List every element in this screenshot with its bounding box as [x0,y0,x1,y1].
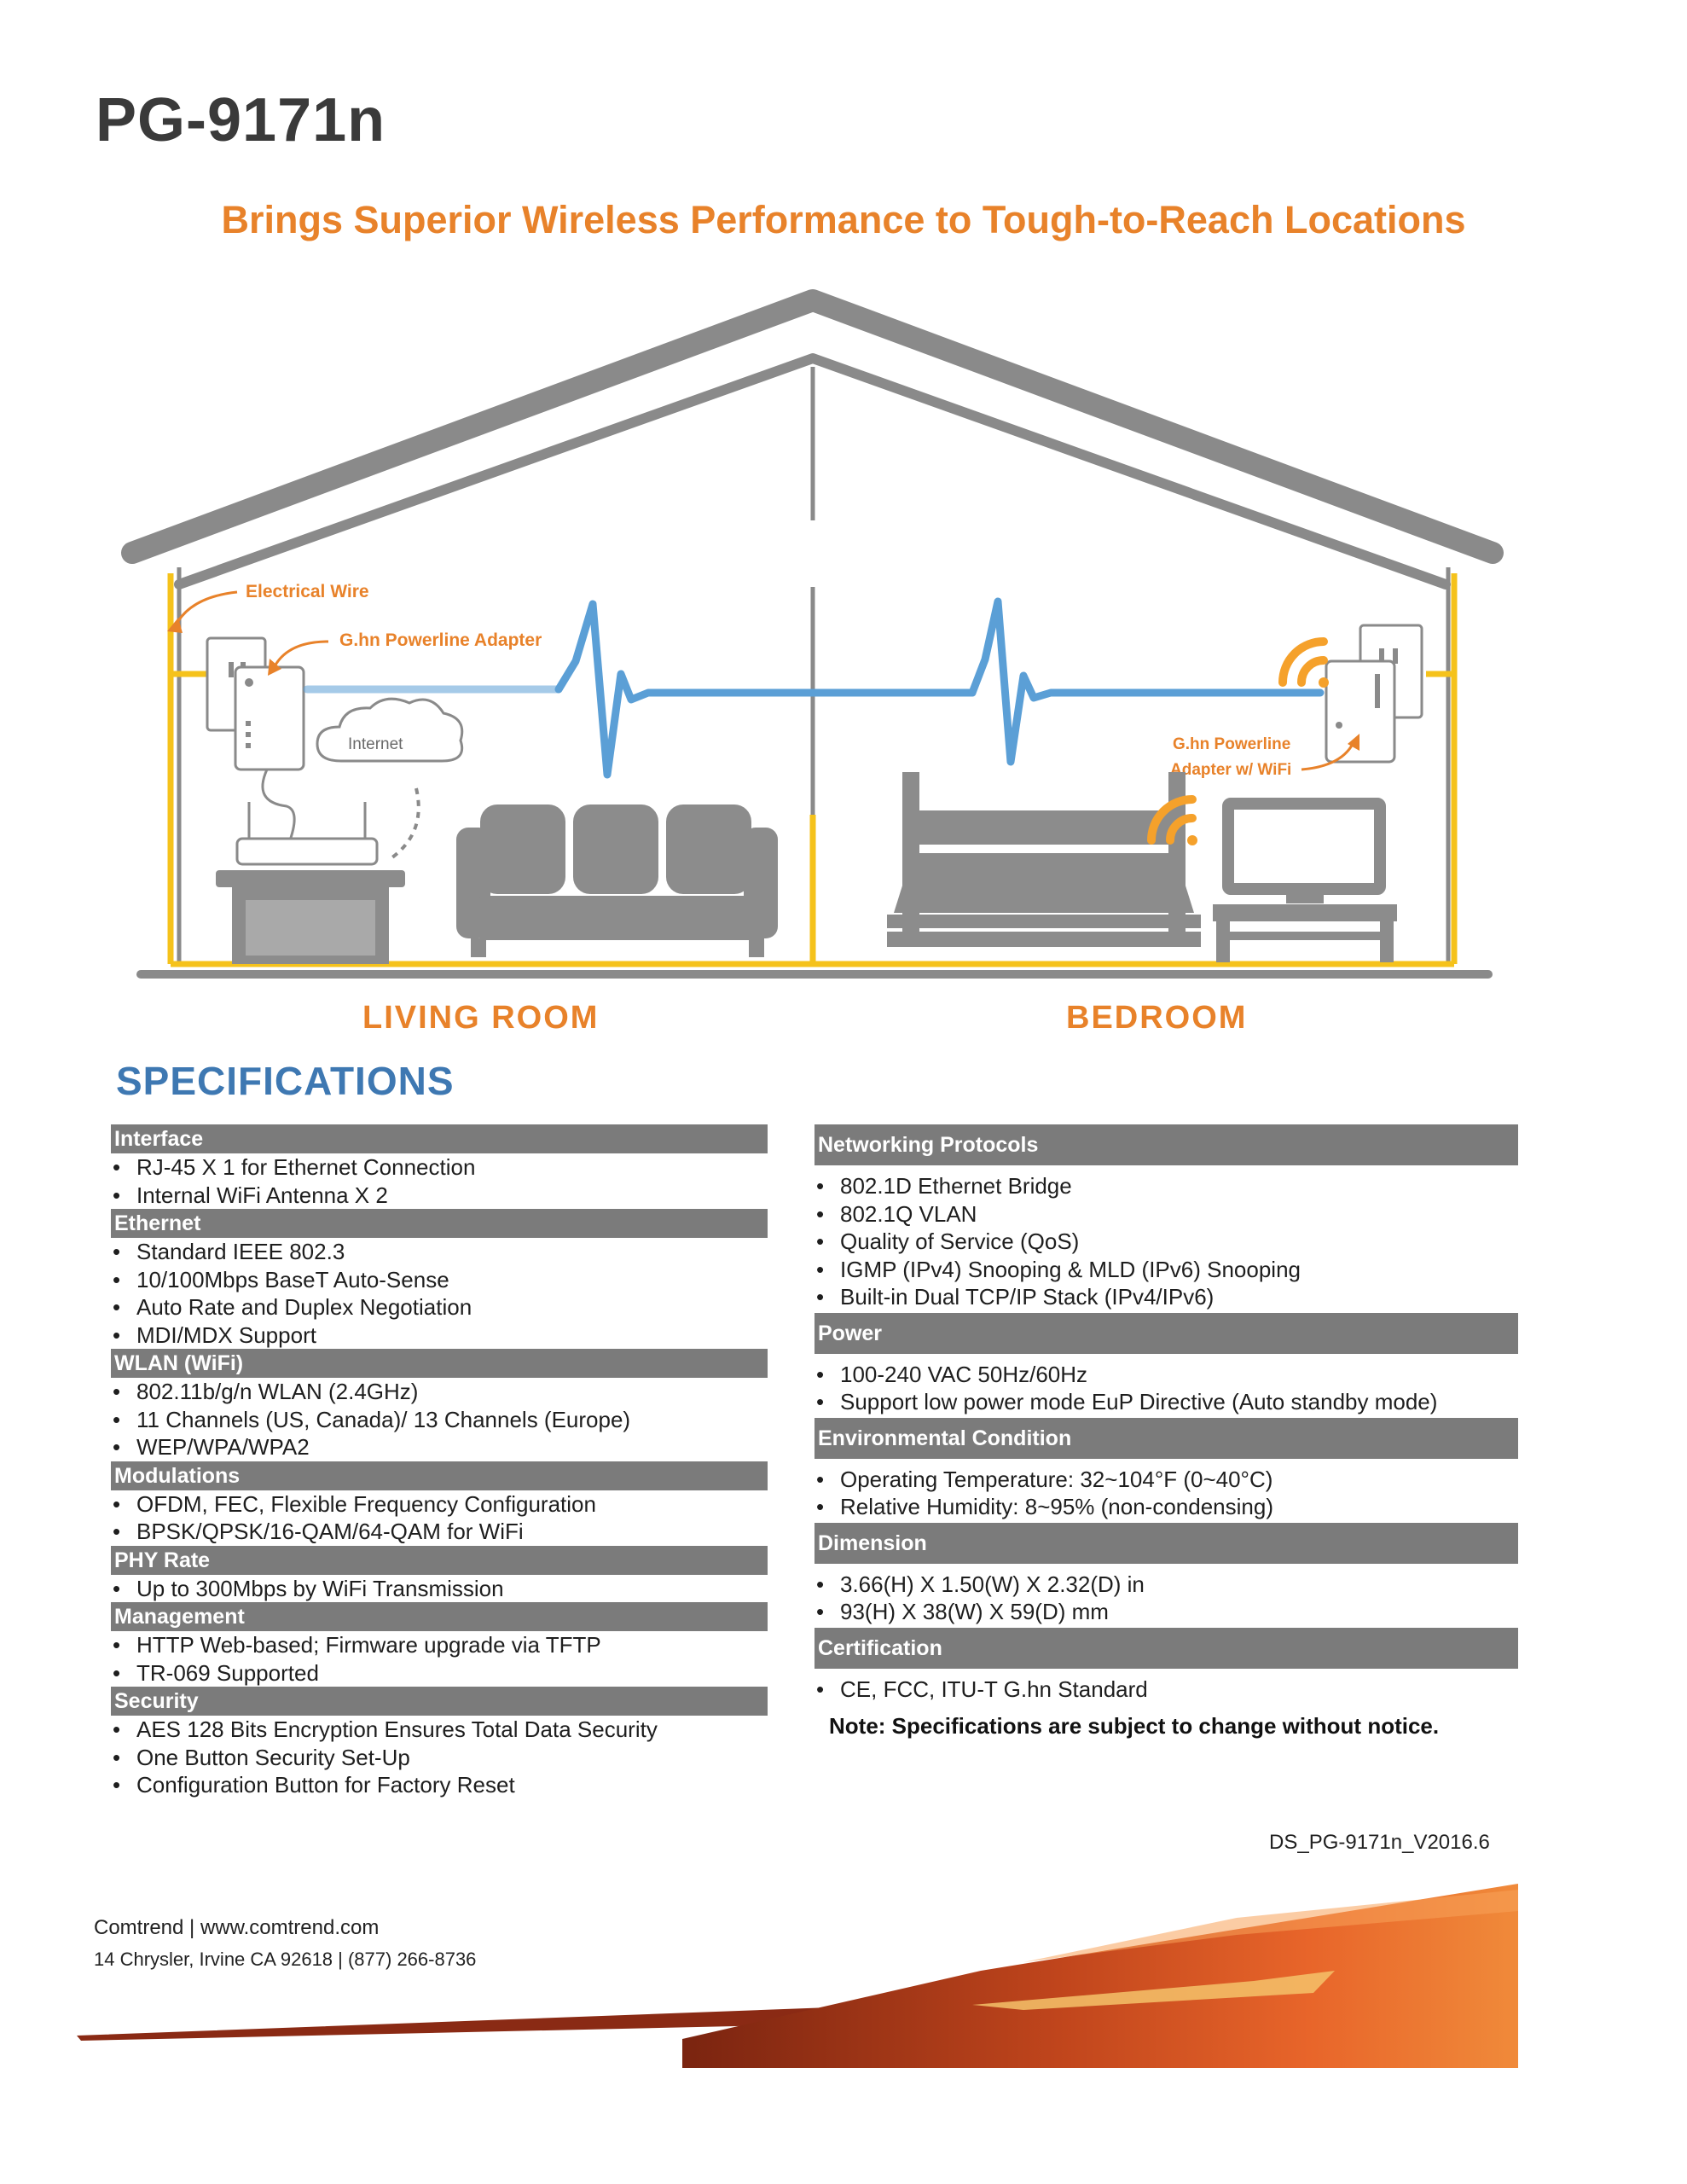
spec-item: RJ-45 X 1 for Ethernet Connection [111,1153,768,1182]
spec-item: TR-069 Supported [111,1659,768,1687]
spec-item: Auto Rate and Duplex Negotiation [111,1293,768,1321]
spec-item: 100-240 VAC 50Hz/60Hz [815,1361,1518,1389]
spec-list: AES 128 Bits Encryption Ensures Total Da… [111,1716,768,1799]
wifi-waves-adapter [1278,637,1329,688]
tagline: Brings Superior Wireless Performance to … [221,198,1466,241]
label-electrical-wire: Electrical Wire [246,582,369,601]
sofa [456,804,778,957]
internet-cloud [316,697,464,763]
spec-item: AES 128 Bits Encryption Ensures Total Da… [111,1716,768,1744]
spec-section-title: Power [815,1312,1518,1354]
footer-swoosh [77,1884,1518,2068]
powerline-adapter-right [1325,659,1396,764]
spec-section-title: Networking Protocols [815,1124,1518,1165]
wifi-waves-tv [1147,795,1197,845]
spec-section-title: Certification [815,1627,1518,1669]
spec-item: Built-in Dual TCP/IP Stack (IPv4/IPv6) [815,1283,1518,1311]
spec-section: Networking Protocols 802.1D Ethernet Brid… [815,1124,1518,1311]
spec-item: Standard IEEE 802.3 [111,1238,768,1266]
footer-company: Comtrend | www.comtrend.com [94,1916,380,1939]
spec-section: CertificationCE, FCC, ITU-T G.hn Standar… [815,1627,1518,1704]
spec-section: Environmental ConditionOperating Tempera… [815,1417,1518,1521]
bed [887,772,1201,947]
roof-outer [121,289,1504,564]
spec-item: Support low power mode EuP Directive (Au… [815,1388,1518,1416]
spec-section: Dimension 3.66(H) X 1.50(W) X 2.32(D) in9… [815,1522,1518,1626]
specs-column-left: InterfaceRJ-45 X 1 for Ethernet Connecti… [111,1124,768,1799]
room-label-living: LIVING ROOM [362,1000,600,1036]
spec-section: Power 100-240 VAC 50Hz/60HzSupport low po… [815,1312,1518,1416]
room-label-bedroom: BEDROOM [1066,1000,1248,1036]
tv-stand [1213,904,1397,962]
side-table [216,870,405,964]
spec-list: 802.11b/g/n WLAN (2.4GHz)11 Channels (US… [111,1378,768,1461]
router [235,802,379,866]
spec-item: 802.11b/g/n WLAN (2.4GHz) [111,1378,768,1406]
spec-item: HTTP Web-based; Firmware upgrade via TFT… [111,1631,768,1659]
roof-inner [174,353,1451,590]
spec-list: 100-240 VAC 50Hz/60HzSupport low power m… [815,1361,1518,1416]
spec-item: One Button Security Set-Up [111,1744,768,1772]
document-code: DS_PG-9171n_V2016.6 [1269,1831,1490,1854]
specifications-heading: SPECIFICATIONS [116,1059,455,1103]
spec-section: ModulationsOFDM, FEC, Flexible Frequency… [111,1461,768,1546]
spec-item: MDI/MDX Support [111,1321,768,1350]
spec-section: InterfaceRJ-45 X 1 for Ethernet Connecti… [111,1124,768,1209]
spec-item: Relative Humidity: 8~95% (non-condensing… [815,1493,1518,1521]
spec-list: HTTP Web-based; Firmware upgrade via TFT… [111,1631,768,1687]
spec-item: Quality of Service (QoS) [815,1228,1518,1256]
spec-section-title: PHY Rate [111,1545,768,1575]
label-adapter-wifi-line1: G.hn Powerline [1173,735,1290,753]
spec-item: 93(H) X 38(W) X 59(D) mm [815,1598,1518,1626]
spec-item: 11 Channels (US, Canada)/ 13 Channels (E… [111,1406,768,1434]
spec-section-title: Security [111,1687,768,1716]
spec-item: CE, FCC, ITU-T G.hn Standard [815,1676,1518,1704]
spec-section-title: Interface [111,1124,768,1153]
spec-section: PHY RateUp to 300Mbps by WiFi Transmissi… [111,1545,768,1603]
spec-list: 3.66(H) X 1.50(W) X 2.32(D) in93(H) X 38… [815,1571,1518,1626]
spec-list: OFDM, FEC, Flexible Frequency Configurat… [111,1490,768,1546]
spec-list: 802.1D Ethernet Bridge802.1Q VLANQuality… [815,1172,1518,1311]
spec-section: ManagementHTTP Web-based; Firmware upgra… [111,1602,768,1687]
spec-item: Operating Temperature: 32~104°F (0~40°C) [815,1466,1518,1494]
powerline-signal [303,597,1325,779]
label-powerline-adapter: G.hn Powerline Adapter [339,630,542,650]
spec-section-title: Environmental Condition [815,1417,1518,1459]
spec-section: EthernetStandard IEEE 802.310/100Mbps Ba… [111,1209,768,1349]
spec-item: OFDM, FEC, Flexible Frequency Configurat… [111,1490,768,1519]
spec-section-title: Management [111,1602,768,1631]
spec-section: SecurityAES 128 Bits Encryption Ensures … [111,1687,768,1799]
spec-item: WEP/WPA/WPA2 [111,1433,768,1461]
spec-section-title: Modulations [111,1461,768,1490]
spec-item: 3.66(H) X 1.50(W) X 2.32(D) in [815,1571,1518,1599]
spec-list: CE, FCC, ITU-T G.hn Standard [815,1676,1518,1704]
spec-item: IGMP (IPv4) Snooping & MLD (IPv6) Snoopi… [815,1256,1518,1284]
spec-list: RJ-45 X 1 for Ethernet ConnectionInterna… [111,1153,768,1209]
spec-item: Up to 300Mbps by WiFi Transmission [111,1575,768,1603]
spec-section-title: Dimension [815,1522,1518,1564]
house-illustration: Electrical Wire G.hn Powerline Adapter G… [121,289,1504,979]
spec-item: 802.1D Ethernet Bridge [815,1172,1518,1200]
spec-list: Standard IEEE 802.310/100Mbps BaseT Auto… [111,1238,768,1349]
product-title: PG-9171n [96,86,386,154]
spec-list: Operating Temperature: 32~104°F (0~40°C)… [815,1466,1518,1521]
label-internet: Internet [348,735,403,753]
label-adapter-wifi-line2: Adapter w/ WiFi [1170,761,1291,779]
spec-section: WLAN (WiFi)802.11b/g/n WLAN (2.4GHz)11 C… [111,1349,768,1461]
spec-item: Configuration Button for Factory Reset [111,1771,768,1799]
spec-section-title: WLAN (WiFi) [111,1349,768,1378]
spec-list: Up to 300Mbps by WiFi Transmission [111,1575,768,1603]
spec-item: BPSK/QPSK/16-QAM/64-QAM for WiFi [111,1518,768,1546]
spec-section-title: Ethernet [111,1209,768,1238]
spec-item: Internal WiFi Antenna X 2 [111,1182,768,1210]
television [1222,798,1386,895]
footer-address: 14 Chrysler, Irvine CA 92618 | (877) 266… [94,1949,477,1970]
spec-note: Note: Specifications are subject to chan… [829,1713,1440,1739]
spec-item: 802.1Q VLAN [815,1200,1518,1228]
spec-item: 10/100Mbps BaseT Auto-Sense [111,1266,768,1294]
specs-column-right: Networking Protocols 802.1D Ethernet Brid… [815,1124,1518,1705]
